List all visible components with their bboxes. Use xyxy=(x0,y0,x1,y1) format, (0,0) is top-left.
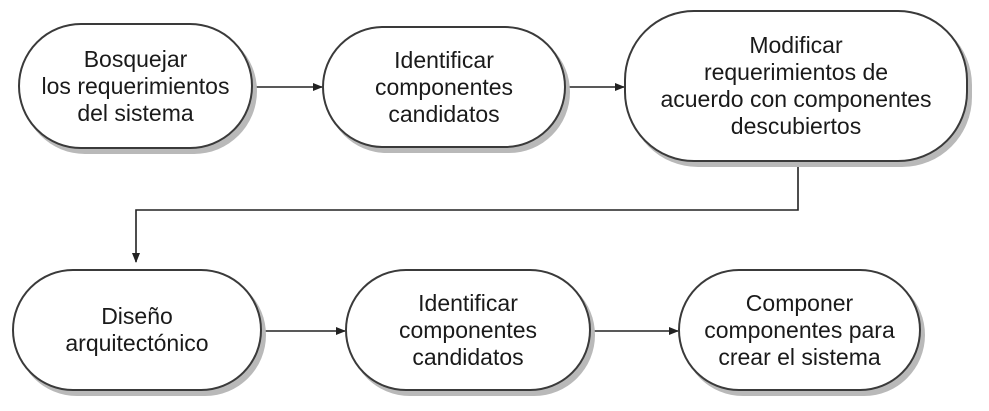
node-identificar-componentes-2: Identificar componentes candidatos xyxy=(345,269,591,391)
node-label: Componer componentes para crear el siste… xyxy=(704,289,895,370)
node-componer-componentes: Componer componentes para crear el siste… xyxy=(678,269,921,391)
node-bosquejar-requerimientos: Bosquejar los requerimientos del sistema xyxy=(18,23,253,149)
node-label: Diseño arquitectónico xyxy=(65,303,209,356)
node-label: Identificar componentes candidatos xyxy=(398,289,538,370)
node-identificar-componentes-1: Identificar componentes candidatos xyxy=(322,26,566,148)
node-label: Identificar componentes candidatos xyxy=(374,46,514,127)
node-diseno-arquitectonico: Diseño arquitectónico xyxy=(12,269,262,391)
edge-n3-n4 xyxy=(132,162,799,263)
node-label: Bosquejar los requerimientos del sistema xyxy=(41,45,230,126)
node-label: Modificar requerimientos de acuerdo con … xyxy=(660,32,932,139)
node-modificar-requerimientos: Modificar requerimientos de acuerdo con … xyxy=(624,10,968,162)
